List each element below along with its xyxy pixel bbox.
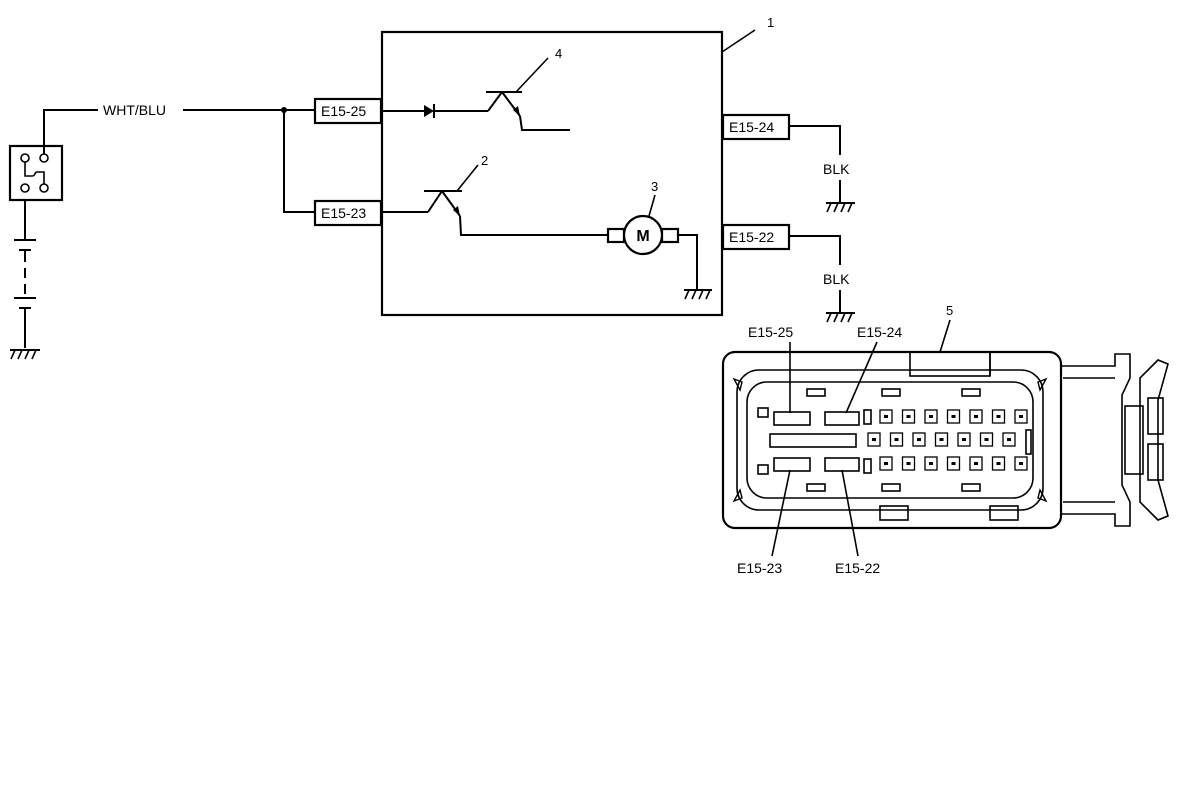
connector-terminal bbox=[957, 432, 971, 447]
connector-terminal bbox=[991, 456, 1006, 471]
connector-terminal-notch bbox=[996, 415, 1001, 418]
connector-terminal bbox=[867, 432, 881, 447]
leader-e15-24 bbox=[845, 341, 878, 414]
connector-terminal-notch bbox=[974, 462, 978, 465]
ground-wire-bottom bbox=[789, 235, 841, 265]
connector-terminal bbox=[934, 432, 949, 447]
connector-terminal bbox=[912, 432, 926, 447]
callout-3: 3 bbox=[651, 179, 658, 194]
callout-line-5 bbox=[939, 319, 951, 353]
connector-terminal-notch bbox=[951, 462, 956, 465]
connector-terminal bbox=[946, 409, 961, 424]
connector-terminal-notch bbox=[939, 438, 944, 441]
svg-text:E15-25: E15-25 bbox=[321, 103, 366, 119]
connector-terminal bbox=[879, 456, 893, 471]
pin-e15-23: E15-23 bbox=[313, 199, 383, 227]
ground-icon-top bbox=[826, 202, 855, 213]
module-box bbox=[380, 30, 724, 317]
connector-terminal-notch bbox=[996, 462, 1001, 465]
connector-terminal bbox=[901, 409, 916, 424]
connector-terminal-notch bbox=[984, 438, 989, 441]
pin-e15-24: E15-24 bbox=[721, 113, 791, 141]
svg-text:E15-24: E15-24 bbox=[729, 119, 774, 135]
callout-line-1 bbox=[721, 29, 756, 53]
svg-text:E15-22: E15-22 bbox=[729, 229, 774, 245]
connector-terminal-notch bbox=[872, 438, 876, 441]
connector-label-e15-22: E15-22 bbox=[835, 560, 880, 576]
connector-terminal bbox=[969, 456, 983, 471]
connector-terminal-notch bbox=[962, 438, 966, 441]
terminal-e15-24 bbox=[824, 411, 860, 426]
transistor-icon-upper bbox=[486, 91, 570, 131]
connector-label-e15-25: E15-25 bbox=[748, 324, 793, 340]
connector-terminal bbox=[924, 409, 938, 424]
motor-icon: M bbox=[606, 214, 698, 289]
connector-icon bbox=[721, 350, 1169, 530]
pin-e15-25: E15-25 bbox=[313, 97, 383, 125]
connector-terminal bbox=[946, 456, 961, 471]
svg-text:E15-23: E15-23 bbox=[321, 205, 366, 221]
connector-terminal-notch bbox=[906, 415, 911, 418]
branch-wire bbox=[283, 110, 315, 213]
callout-4: 4 bbox=[555, 46, 562, 61]
feed-wire-left bbox=[43, 109, 98, 154]
connector-terminal-notch bbox=[906, 462, 911, 465]
connector-terminal bbox=[979, 432, 994, 447]
connector-terminal bbox=[1002, 432, 1016, 447]
terminal-e15-25 bbox=[773, 411, 811, 426]
callout-line-2 bbox=[456, 164, 479, 192]
ground-icon-module bbox=[684, 289, 712, 300]
fuse-icon bbox=[8, 144, 64, 202]
connector-terminal bbox=[879, 409, 893, 424]
ground-wire-top bbox=[789, 125, 841, 155]
pin-e15-22: E15-22 bbox=[721, 223, 791, 251]
connector-terminal bbox=[889, 432, 904, 447]
connector-terminal-notch bbox=[929, 462, 933, 465]
connector-terminal bbox=[901, 456, 916, 471]
connector-terminal-notch bbox=[884, 415, 888, 418]
terminal-e15-23 bbox=[773, 457, 811, 472]
connector-terminal-notch bbox=[1007, 438, 1011, 441]
connector-terminal bbox=[969, 409, 983, 424]
connector-terminal-notch bbox=[1019, 415, 1023, 418]
callout-line-4 bbox=[515, 57, 549, 93]
ground-label-bottom: BLK bbox=[823, 271, 850, 287]
callout-5: 5 bbox=[946, 303, 953, 318]
connector-terminal bbox=[924, 456, 938, 471]
connector-terminal-notch bbox=[951, 415, 956, 418]
feed-wire-label: WHT/BLU bbox=[103, 102, 166, 118]
connector-terminal-notch bbox=[1019, 462, 1023, 465]
connector-terminal-notch bbox=[974, 415, 978, 418]
leader-e15-23 bbox=[771, 469, 791, 557]
motor-letter: M bbox=[636, 228, 649, 245]
connector-terminal-notch bbox=[894, 438, 899, 441]
connector-label-e15-23: E15-23 bbox=[737, 560, 782, 576]
ground-icon bbox=[10, 349, 40, 360]
connector-terminal-notch bbox=[884, 462, 888, 465]
transistor-icon-lower bbox=[424, 190, 608, 236]
connector-terminal bbox=[1014, 456, 1028, 471]
connector-terminal-notch bbox=[917, 438, 921, 441]
callout-1: 1 bbox=[767, 15, 774, 30]
connector-label-e15-24: E15-24 bbox=[857, 324, 902, 340]
battery-icon bbox=[14, 200, 36, 348]
callout-2: 2 bbox=[481, 153, 488, 168]
ground-icon-bottom bbox=[826, 312, 855, 323]
ground-label-top: BLK bbox=[823, 161, 850, 177]
leader-e15-22 bbox=[841, 469, 859, 557]
callout-line-3 bbox=[648, 194, 656, 217]
connector-terminal bbox=[991, 409, 1006, 424]
connector-terminal bbox=[1014, 409, 1028, 424]
connector-terminal-notch bbox=[929, 415, 933, 418]
